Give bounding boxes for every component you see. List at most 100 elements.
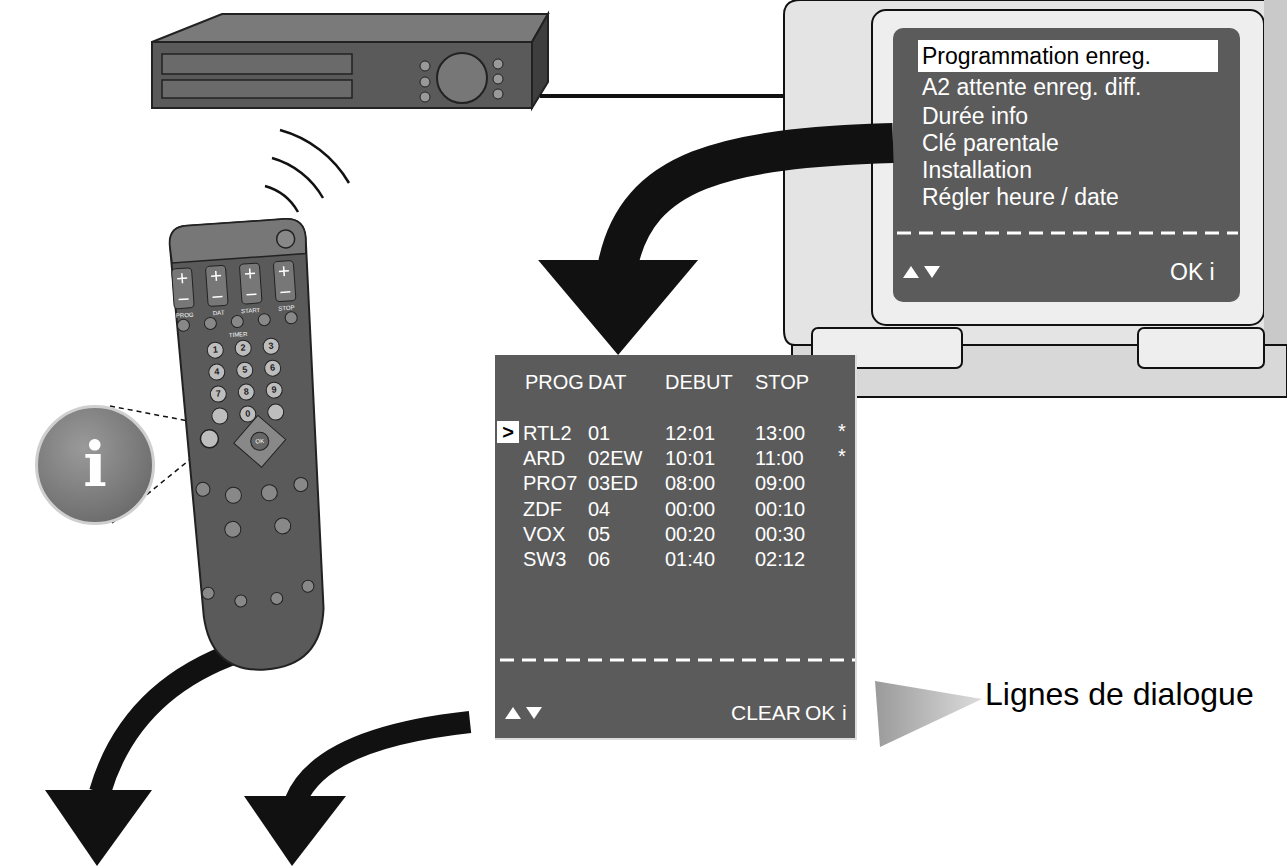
remote-body [156,213,342,678]
table-cell: 01:40 [665,547,715,571]
transport-button [261,484,278,501]
button-label: 4 [214,365,220,378]
table-cell: * [838,444,846,468]
table-cell: VOX [523,522,565,546]
table-cell: ZDF [523,497,562,521]
transport-button [224,521,241,538]
transport-button [274,517,291,534]
key [235,340,252,357]
vcr-panel [162,80,352,98]
vcr-button [493,59,503,69]
rocker [205,265,228,306]
cable [540,94,784,98]
button-label: OK [255,436,264,447]
index-button [234,595,247,608]
power-button [276,229,295,248]
vcr-button [420,61,430,71]
table-cell: STOP [755,370,809,394]
menu-item: A2 attente enreg. diff. [922,74,1142,100]
key [207,342,224,359]
timer-list-screen: CLEAROKi [495,355,857,740]
table-cell: ARD [523,446,565,470]
info-button-zoom: i [35,405,155,525]
table-cell: DAT [588,370,627,394]
button-label: START [241,305,261,316]
number-keys [207,338,285,425]
menu-screen: Programmation enreg.A2 attente enreg. di… [893,28,1240,302]
vcr-button [493,89,503,99]
menu-item: Programmation enreg. [918,40,1218,72]
table-cell: 08:00 [665,471,715,495]
button-label: DAT [213,307,225,318]
table-cell: 02:12 [755,547,805,571]
flow-arrow [100,652,238,792]
key [210,386,227,403]
arrow-head [538,260,698,355]
arrow-head [244,796,346,866]
table-cell: 04 [588,497,610,521]
signal-wave [265,186,298,212]
plus-minus [177,266,291,300]
button-label: 1 [212,343,218,356]
vcr-side [532,14,548,108]
info-button [200,429,219,448]
dialog-text: CLEAR [731,701,801,725]
tv-side [1264,0,1287,345]
menu-item: Installation [922,157,1032,183]
table-cell: SW3 [523,547,566,571]
table-cell: PRO7 [523,471,577,495]
table-cell: 09:00 [755,471,805,495]
connector-line [618,143,893,264]
tv-body [784,0,1287,345]
key [236,362,253,379]
key [208,364,225,381]
info-symbol: i [38,408,152,522]
vcr-top [152,14,548,42]
button-label: 0 [245,407,251,420]
transport-button [195,482,210,497]
table-cell: 11:00 [755,446,804,470]
menu-item: Clé parentale [922,130,1059,156]
button-label: 8 [243,385,249,398]
transport-button [225,487,242,504]
vcr-front [152,42,532,108]
button-label: 2 [240,342,246,355]
dialog-text: i [842,701,847,725]
table-cell: 00:30 [755,522,805,546]
table-cell: DEBUT [665,370,733,394]
table-cell: 10:01 [665,446,715,470]
button-label: 7 [215,387,221,400]
table-cell: PROG [525,370,584,394]
jog-dial [437,53,487,103]
rocker [273,261,296,302]
tv-bezel [872,10,1264,325]
cassette-slot [162,54,352,74]
key [264,360,281,377]
vcr-button [420,77,430,87]
button-label: PROG [176,310,194,321]
table-cell: 05 [588,522,610,546]
timer-button [285,311,298,324]
button-label: 9 [271,383,277,396]
table-cell: 13:00 [755,421,805,445]
signal-wave [280,130,349,183]
menu-item: Durée info [922,103,1028,129]
table-cell: > [497,421,519,443]
key [266,382,283,399]
table-cell: 03ED [588,471,638,495]
button-label: 5 [242,363,248,376]
vcr-button [493,74,503,84]
rocker [171,268,194,309]
key [238,384,255,401]
table-cell: * [838,419,846,443]
index-button [270,592,283,605]
menu-item: Régler heure / date [922,184,1119,210]
table-cell: RTL2 [523,421,572,445]
arrow-head [45,790,152,866]
table-cell: 02EW [588,446,642,470]
key [267,404,284,421]
remote-top [169,218,307,263]
index-button [302,580,315,593]
